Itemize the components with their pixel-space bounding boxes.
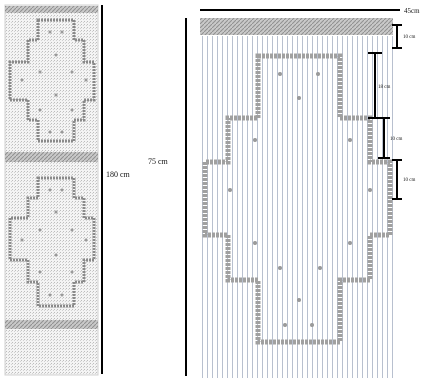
panel-width-label: 45cm	[404, 7, 420, 15]
bottom-band	[5, 320, 98, 329]
panel-cords	[200, 36, 393, 378]
lower-motif	[8, 176, 96, 308]
panel-motif-dots	[228, 72, 372, 327]
panel-motif	[202, 53, 393, 345]
segment-label-3: 10 cm	[390, 137, 402, 142]
full-height-label: 180 cm	[106, 170, 131, 179]
panel-top-band	[200, 18, 393, 35]
upper-motif	[8, 18, 96, 143]
panel-height-label: 75 cm	[148, 157, 169, 166]
lower-motif-dots	[20, 188, 88, 297]
full-curtain-preview	[4, 4, 99, 376]
top-band	[5, 6, 98, 13]
segment-label-2: 18 cm	[378, 85, 390, 90]
enlarged-panel	[200, 9, 400, 378]
middle-band	[5, 152, 98, 162]
upper-motif-dots	[20, 30, 88, 134]
segment-label-1: 10 cm	[403, 35, 415, 40]
segment-label-4: 10 cm	[403, 178, 415, 183]
segment-brackets	[368, 24, 402, 200]
